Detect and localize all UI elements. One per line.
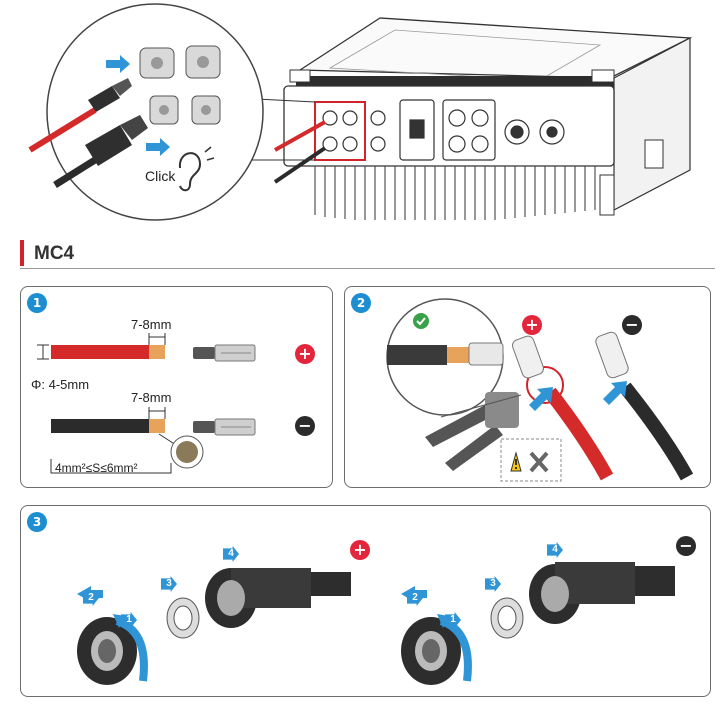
click-label: Click bbox=[145, 168, 176, 184]
callout-circle bbox=[28, 3, 264, 221]
step3-diagram bbox=[77, 562, 675, 685]
positive-icon: + bbox=[522, 315, 542, 335]
section-divider bbox=[20, 268, 715, 269]
step1-panel: 1 7-8mm Φ: 4-5mm 7-8mm 4mm² bbox=[20, 286, 333, 488]
negative-icon: − bbox=[295, 416, 315, 436]
step3-right-tag-4: 4 bbox=[547, 542, 563, 558]
strip-length-bottom-label: 7-8mm bbox=[131, 390, 172, 405]
negative-icon: − bbox=[622, 315, 642, 335]
step2-diagram bbox=[386, 298, 694, 482]
step3-right-tag-2: 2 bbox=[407, 590, 423, 606]
positive-icon: + bbox=[295, 344, 315, 364]
step3-left-tag-3: 3 bbox=[161, 576, 177, 592]
positive-icon: + bbox=[350, 540, 370, 560]
strip-length-top-label: 7-8mm bbox=[131, 317, 172, 332]
step2-number: 2 bbox=[351, 293, 371, 313]
negative-icon: − bbox=[676, 536, 696, 556]
step3-right-tag-1: 1 bbox=[445, 612, 461, 628]
step3-left-tag-1: 1 bbox=[121, 612, 137, 628]
section-accent-bar bbox=[20, 240, 24, 266]
section-title: MC4 bbox=[34, 243, 75, 264]
step1-number: 1 bbox=[27, 293, 47, 313]
step3-left-tag-4: 4 bbox=[223, 546, 239, 562]
step3-number: 3 bbox=[27, 512, 47, 532]
step3-panel: 3 bbox=[20, 505, 711, 697]
cross-section-label: 4mm²≤S≤6mm² bbox=[55, 461, 138, 475]
inverter-drawing bbox=[237, 17, 693, 220]
step2-panel: 2 + − bbox=[344, 286, 711, 488]
step3-left-tag-2: 2 bbox=[83, 590, 99, 606]
step1-diagram bbox=[37, 333, 256, 474]
diameter-label: Φ: 4-5mm bbox=[31, 377, 90, 392]
step3-right-tag-3: 3 bbox=[485, 576, 501, 592]
